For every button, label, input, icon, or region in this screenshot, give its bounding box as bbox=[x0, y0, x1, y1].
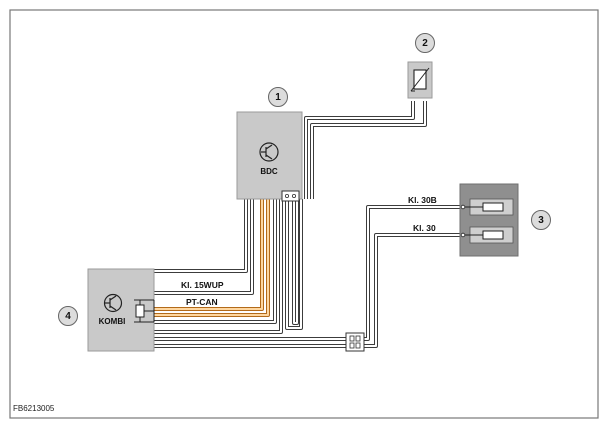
splice-connector bbox=[345, 332, 365, 352]
wire-harness bbox=[154, 101, 462, 348]
figure-id: FB6213005 bbox=[13, 404, 55, 413]
bdc-connector bbox=[281, 190, 300, 202]
wire-label-ptcan: PT-CAN bbox=[186, 297, 218, 307]
svg-text:4: 4 bbox=[65, 311, 71, 322]
callout-2: 2 bbox=[415, 33, 435, 53]
wire-label-kl30: Kl. 30 bbox=[413, 223, 436, 233]
resistor-icon bbox=[134, 299, 155, 323]
svg-text:2: 2 bbox=[422, 38, 428, 49]
svg-text:3: 3 bbox=[538, 215, 544, 226]
sensor-component bbox=[407, 61, 433, 99]
bdc-module: BDC bbox=[236, 111, 303, 202]
transistor-icon bbox=[103, 293, 123, 313]
wire-label-kl15wup: Kl. 15WUP bbox=[181, 280, 224, 290]
wire-label-kl30b: Kl. 30B bbox=[408, 195, 437, 205]
transistor-icon bbox=[259, 142, 279, 162]
callout-4: 4 bbox=[58, 306, 78, 326]
kombi-module: KOMBI bbox=[87, 268, 155, 352]
callout-1: 1 bbox=[268, 87, 288, 107]
kombi-label: KOMBI bbox=[99, 317, 126, 326]
fuse-block bbox=[459, 183, 519, 257]
bdc-label: BDC bbox=[260, 167, 278, 176]
callout-3: 3 bbox=[531, 210, 551, 230]
svg-text:1: 1 bbox=[275, 92, 281, 103]
